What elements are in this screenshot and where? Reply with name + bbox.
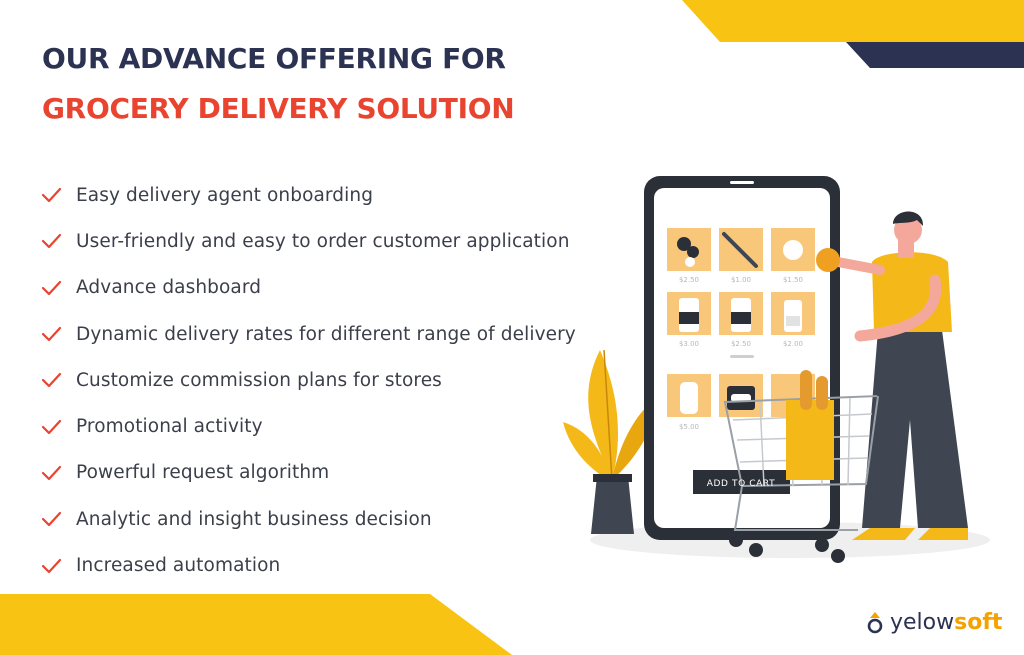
checkmark-icon [41,326,62,342]
checkmark-icon [41,419,62,434]
list-item: Analytic and insight business decision [40,496,576,542]
list-item: Powerful request algorithm [40,450,576,496]
price-label: $2.50 [731,340,751,348]
checkmark-icon [41,188,62,203]
feature-text: User-friendly and easy to order customer… [76,230,570,252]
brand-name-part-1: yelow [890,610,955,635]
checkmark-icon [41,512,62,527]
feature-text: Increased automation [76,555,281,577]
plant-icon [563,349,660,534]
list-item: Dynamic delivery rates for different ran… [40,311,576,357]
list-item: User-friendly and easy to order customer… [40,218,576,264]
price-label: $2.00 [783,340,803,348]
checkmark-icon [41,465,62,481]
feature-text: Easy delivery agent onboarding [76,184,374,206]
list-item: Easy delivery agent onboarding [40,172,576,218]
feature-text: Advance dashboard [76,277,262,299]
heading-line-1: OUR ADVANCE OFFERING FOR [42,42,506,75]
feature-text: Dynamic delivery rates for different ran… [76,323,576,345]
shopper-figure [816,211,968,540]
checkmark-icon [41,373,62,388]
feature-text: Customize commission plans for stores [76,369,442,391]
list-item: Promotional activity [40,403,576,449]
list-item: Customize commission plans for stores [40,357,576,403]
list-item: Increased automation [40,542,576,588]
feature-text: Promotional activity [76,416,263,438]
heading-line-2: GROCERY DELIVERY SOLUTION [42,92,515,125]
top-right-decoration [682,0,1024,68]
logo-icon [867,611,883,633]
feature-text: Analytic and insight business decision [76,508,432,530]
price-label: $3.00 [679,340,699,348]
feature-list: Easy delivery agent onboarding User-frie… [40,172,576,589]
checkmark-icon [41,558,62,573]
grocery-shopping-illustration: $2.50 $1.00 $1.50 $3.00 $2.50 $2.00 $5.0… [563,176,990,563]
brand-name-part-2: soft [954,610,1003,635]
add-to-cart-label: ADD TO CART [707,479,775,489]
shopping-cart-icon [723,344,898,563]
price-label: $1.50 [783,276,803,284]
feature-text: Powerful request algorithm [76,462,330,484]
price-label: $2.50 [679,276,699,284]
checkmark-icon [41,280,62,295]
price-label: $5.00 [679,423,699,431]
checkmark-icon [41,234,62,249]
list-item: Advance dashboard [40,265,576,311]
bottom-left-decoration [0,594,512,655]
price-label: $1.00 [731,276,751,284]
